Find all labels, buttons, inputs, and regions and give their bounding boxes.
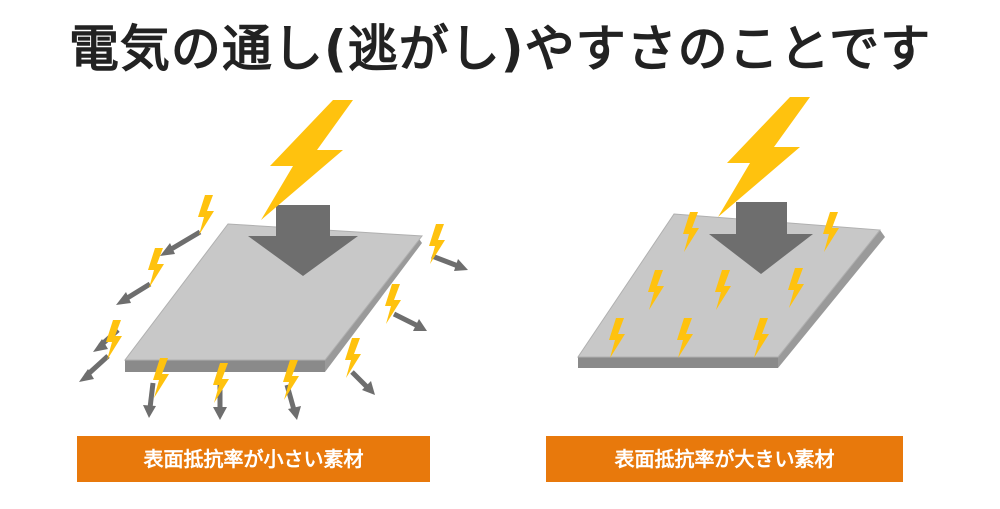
lightning-bolt-icon: [718, 97, 810, 217]
down-arrow-icon: [248, 205, 358, 276]
right-plate-group: [577, 97, 885, 368]
page-title: 電気の通し(逃がし)やすさのことです: [68, 20, 932, 78]
label-low-resistivity: 表面抵抗率が小さい素材: [77, 436, 430, 482]
label-high-resistivity: 表面抵抗率が大きい素材: [546, 436, 903, 482]
right-plate-side: [578, 357, 778, 368]
left-plate-top: [123, 223, 423, 361]
down-arrow-icon: [709, 202, 813, 274]
left-plate-group: [79, 100, 468, 420]
lightning-bolt-icon: [261, 100, 353, 220]
right-plate-top: [577, 213, 881, 358]
